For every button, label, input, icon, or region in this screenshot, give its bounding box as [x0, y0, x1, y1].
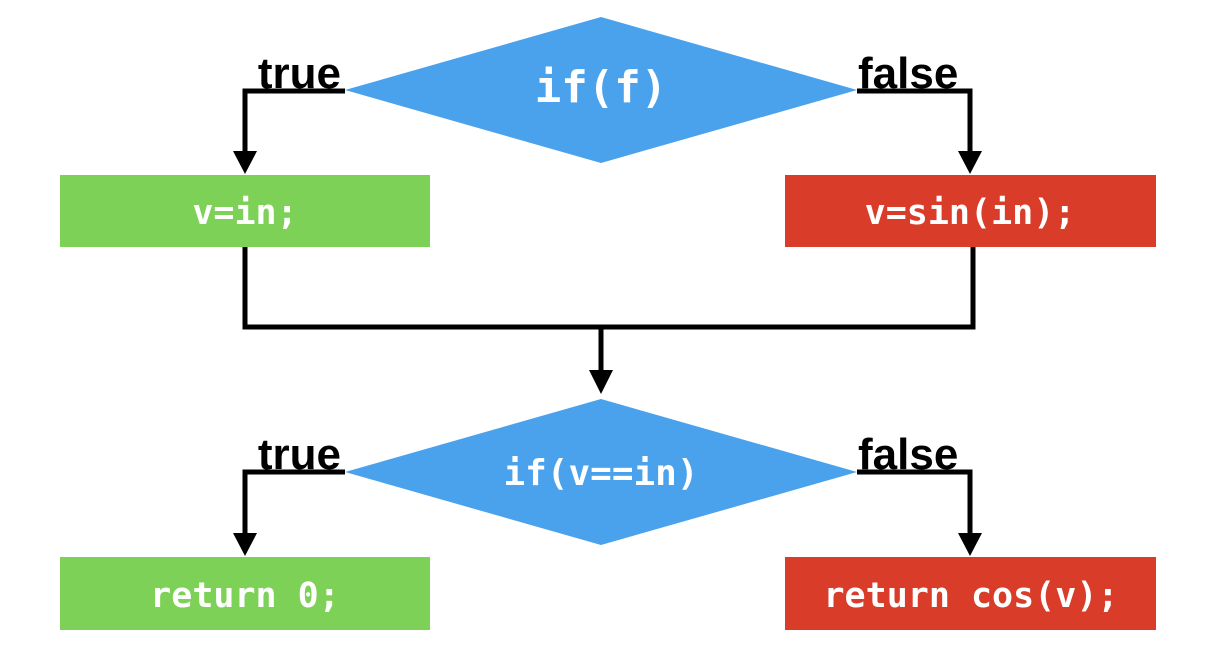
edge-decision1-true	[242, 88, 345, 153]
branch-label-false2: false	[858, 430, 958, 479]
decision1-label: if(f)	[535, 62, 667, 113]
process-true1-label: v=in;	[192, 193, 297, 233]
decision1-diamond	[345, 17, 857, 163]
process-false1-label: v=sin(in);	[865, 193, 1076, 233]
process-true2-label: return 0;	[150, 576, 340, 616]
branch-label-true1: true	[258, 49, 341, 98]
process-false1-box	[785, 175, 1156, 247]
edge-decision1-false	[857, 88, 973, 153]
arrowhead-merge	[589, 370, 613, 394]
process-true1-box	[60, 175, 430, 247]
arrowhead-decision2-false	[958, 533, 982, 556]
process-false2-box	[785, 557, 1156, 630]
decision2-label: if(v==in)	[503, 453, 698, 494]
arrowhead-decision1-true	[233, 151, 257, 174]
branch-label-false1: false	[858, 49, 958, 98]
process-true2-box	[60, 557, 430, 630]
edge-decision2-true	[242, 469, 345, 535]
edge-merge	[242, 247, 976, 330]
process-false2-label: return cos(v);	[823, 576, 1118, 616]
decision2-diamond	[345, 399, 857, 545]
edge-decision2-false	[857, 469, 973, 535]
arrowhead-decision2-true	[233, 533, 257, 556]
arrowhead-decision1-false	[958, 151, 982, 174]
branch-label-true2: true	[258, 430, 341, 479]
